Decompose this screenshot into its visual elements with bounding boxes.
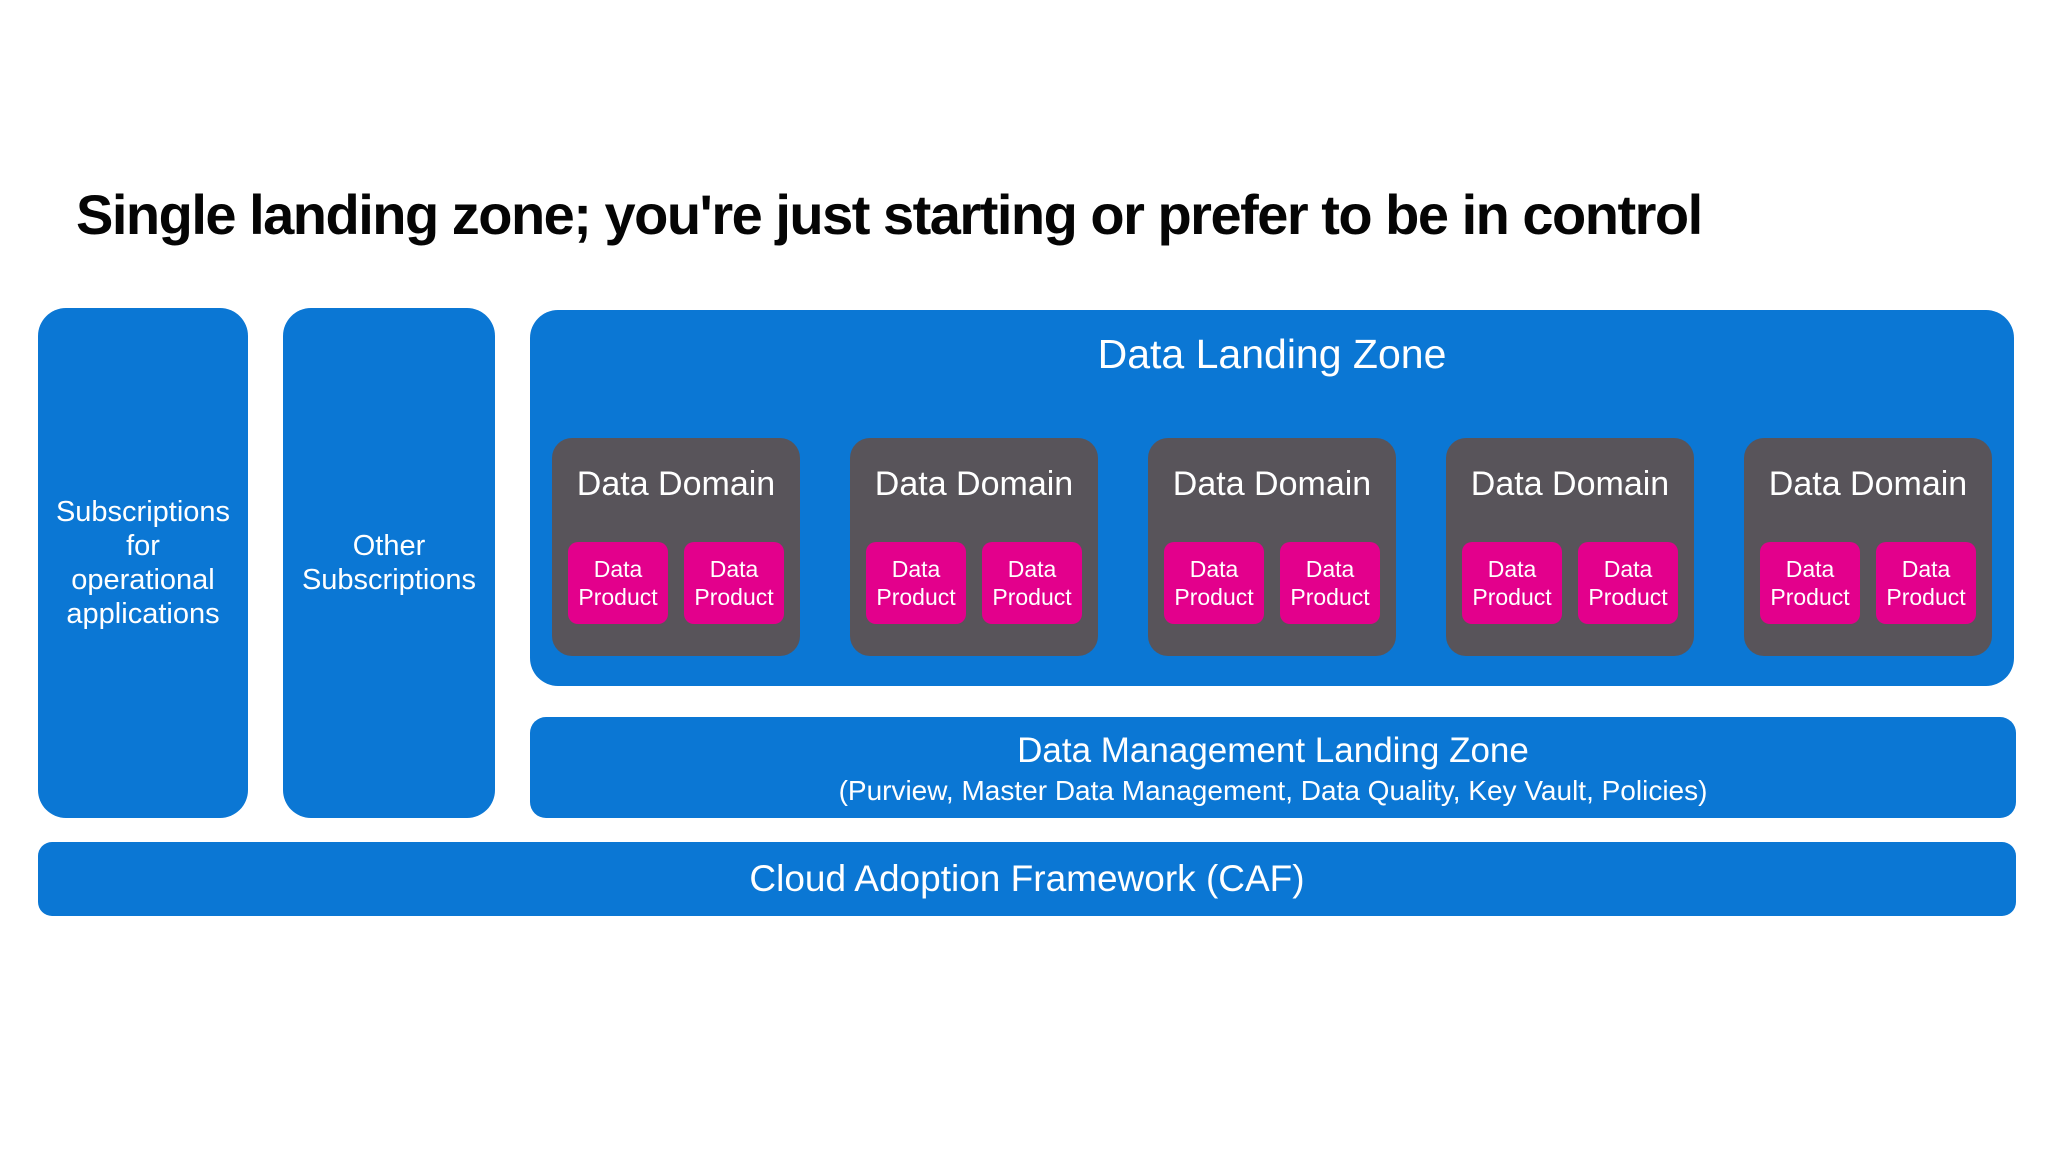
data-domains-row: Data Domain Data Product Data Product Da… — [530, 438, 2014, 656]
data-products-row: Data Product Data Product — [850, 542, 1098, 624]
data-product-box: Data Product — [568, 542, 668, 624]
data-product-box: Data Product — [1164, 542, 1264, 624]
subscriptions-operational-box: Subscriptions for operational applicatio… — [38, 308, 248, 818]
data-product-box: Data Product — [1760, 542, 1860, 624]
other-subscriptions-label: Other Subscriptions — [301, 530, 477, 596]
subscriptions-operational-label: Subscriptions for operational applicatio… — [55, 496, 231, 630]
data-domain-label: Data Domain — [576, 465, 776, 503]
data-product-box: Data Product — [1876, 542, 1976, 624]
data-domain-label: Data Domain — [1172, 465, 1372, 503]
data-domain-box: Data Domain Data Product Data Product — [1148, 438, 1396, 656]
data-product-box: Data Product — [866, 542, 966, 624]
data-domain-box: Data Domain Data Product Data Product — [1446, 438, 1694, 656]
data-management-landing-zone-subtitle: (Purview, Master Data Management, Data Q… — [838, 775, 1708, 806]
data-products-row: Data Product Data Product — [552, 542, 800, 624]
data-domain-label: Data Domain — [1768, 465, 1968, 503]
data-product-box: Data Product — [1462, 542, 1562, 624]
other-subscriptions-box: Other Subscriptions — [283, 308, 495, 818]
data-product-box: Data Product — [982, 542, 1082, 624]
data-management-landing-zone-title: Data Management Landing Zone — [1017, 731, 1529, 770]
data-product-box: Data Product — [1280, 542, 1380, 624]
data-product-box: Data Product — [1578, 542, 1678, 624]
data-management-landing-zone: Data Management Landing Zone (Purview, M… — [530, 717, 2016, 818]
data-products-row: Data Product Data Product — [1446, 542, 1694, 624]
caf-label: Cloud Adoption Framework (CAF) — [749, 858, 1305, 899]
caf-bar: Cloud Adoption Framework (CAF) — [38, 842, 2016, 916]
data-domain-box: Data Domain Data Product Data Product — [1744, 438, 1992, 656]
data-landing-zone: Data Landing Zone Data Domain Data Produ… — [530, 310, 2014, 686]
data-product-box: Data Product — [684, 542, 784, 624]
data-products-row: Data Product Data Product — [1148, 542, 1396, 624]
data-domain-box: Data Domain Data Product Data Product — [850, 438, 1098, 656]
data-domain-label: Data Domain — [874, 465, 1074, 503]
page-title: Single landing zone; you're just startin… — [76, 183, 1703, 246]
data-domain-box: Data Domain Data Product Data Product — [552, 438, 800, 656]
data-products-row: Data Product Data Product — [1744, 542, 1992, 624]
data-domain-label: Data Domain — [1470, 465, 1670, 503]
data-landing-zone-title: Data Landing Zone — [1097, 331, 1447, 377]
